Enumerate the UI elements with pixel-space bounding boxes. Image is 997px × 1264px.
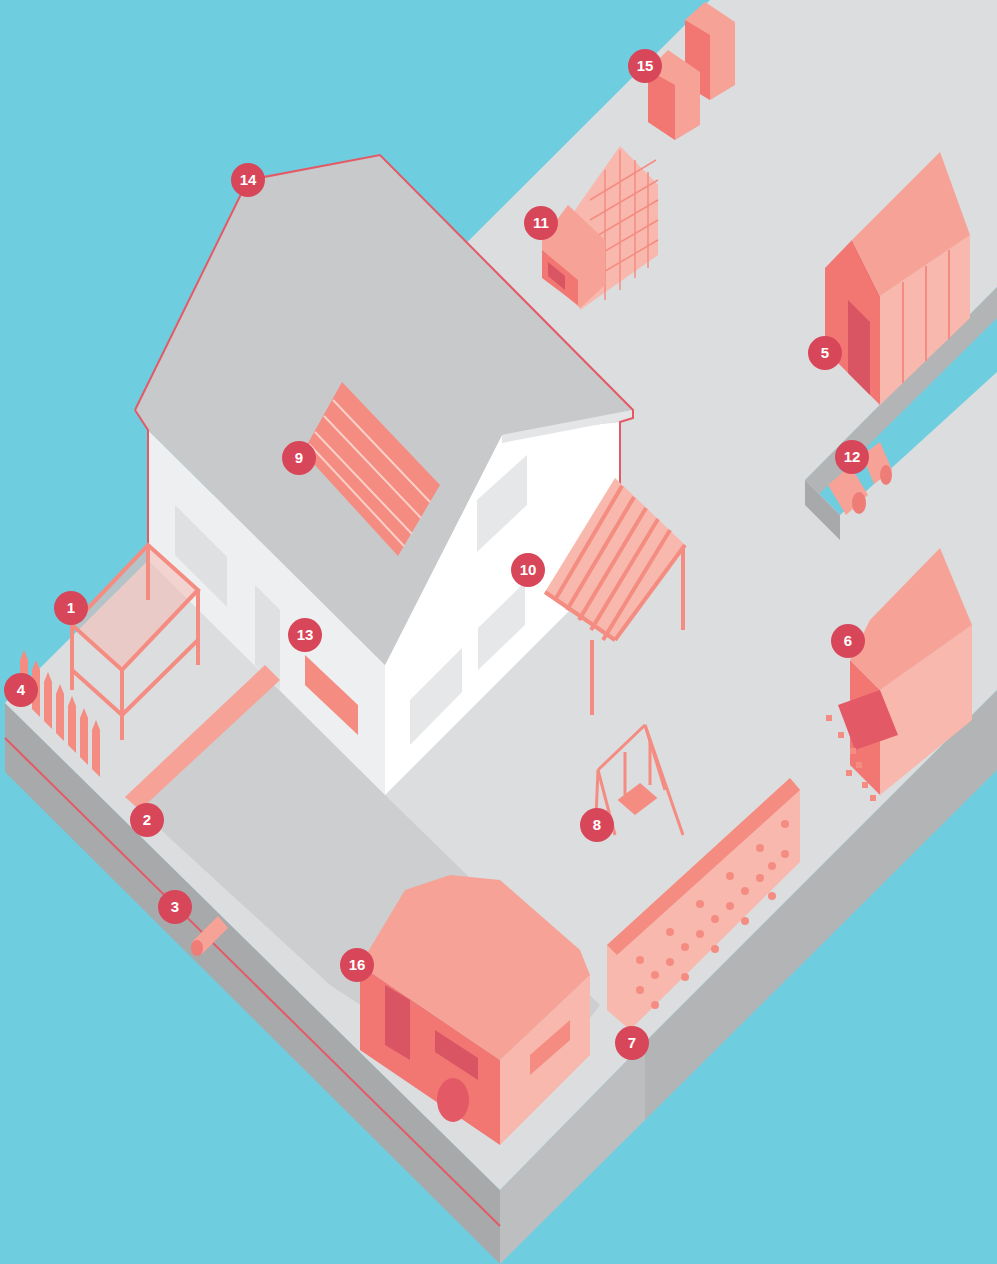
caravan	[360, 875, 590, 1145]
platform-top	[5, 0, 997, 1190]
block-wall	[607, 778, 800, 1030]
window	[410, 648, 462, 745]
callout-number: 15	[628, 49, 662, 83]
callout-number: 3	[158, 890, 192, 924]
callout-number: 16	[340, 948, 374, 982]
callout-number: 11	[524, 206, 558, 240]
callout-number: 10	[511, 553, 545, 587]
block-wall-top	[607, 778, 800, 955]
callout-number: 1	[54, 591, 88, 625]
callout-number: 13	[288, 618, 322, 652]
callout-number: 5	[808, 336, 842, 370]
compost-bin	[826, 548, 972, 801]
pipe-end	[191, 940, 203, 956]
wall-panel	[305, 655, 358, 735]
callout-number: 2	[130, 803, 164, 837]
callout-number: 8	[580, 808, 614, 842]
callout-number: 9	[282, 441, 316, 475]
solar-panel-lines	[309, 400, 430, 546]
callout-number: 4	[4, 673, 38, 707]
coop	[542, 146, 658, 310]
frame-structure	[72, 545, 198, 740]
callout-number: 7	[615, 1026, 649, 1060]
fence	[20, 650, 100, 777]
solar-panel	[303, 382, 440, 556]
roof-outline	[135, 155, 633, 560]
roof-outline	[135, 410, 148, 560]
callout-number: 6	[831, 624, 865, 658]
roof-eave	[502, 410, 633, 443]
block-wall-holes	[636, 820, 789, 1009]
callout-number: 14	[231, 163, 265, 197]
window	[477, 455, 527, 552]
shed	[825, 152, 970, 405]
pergola	[545, 478, 685, 715]
window	[478, 582, 525, 670]
callout-number: 12	[835, 440, 869, 474]
ramp	[125, 665, 280, 810]
